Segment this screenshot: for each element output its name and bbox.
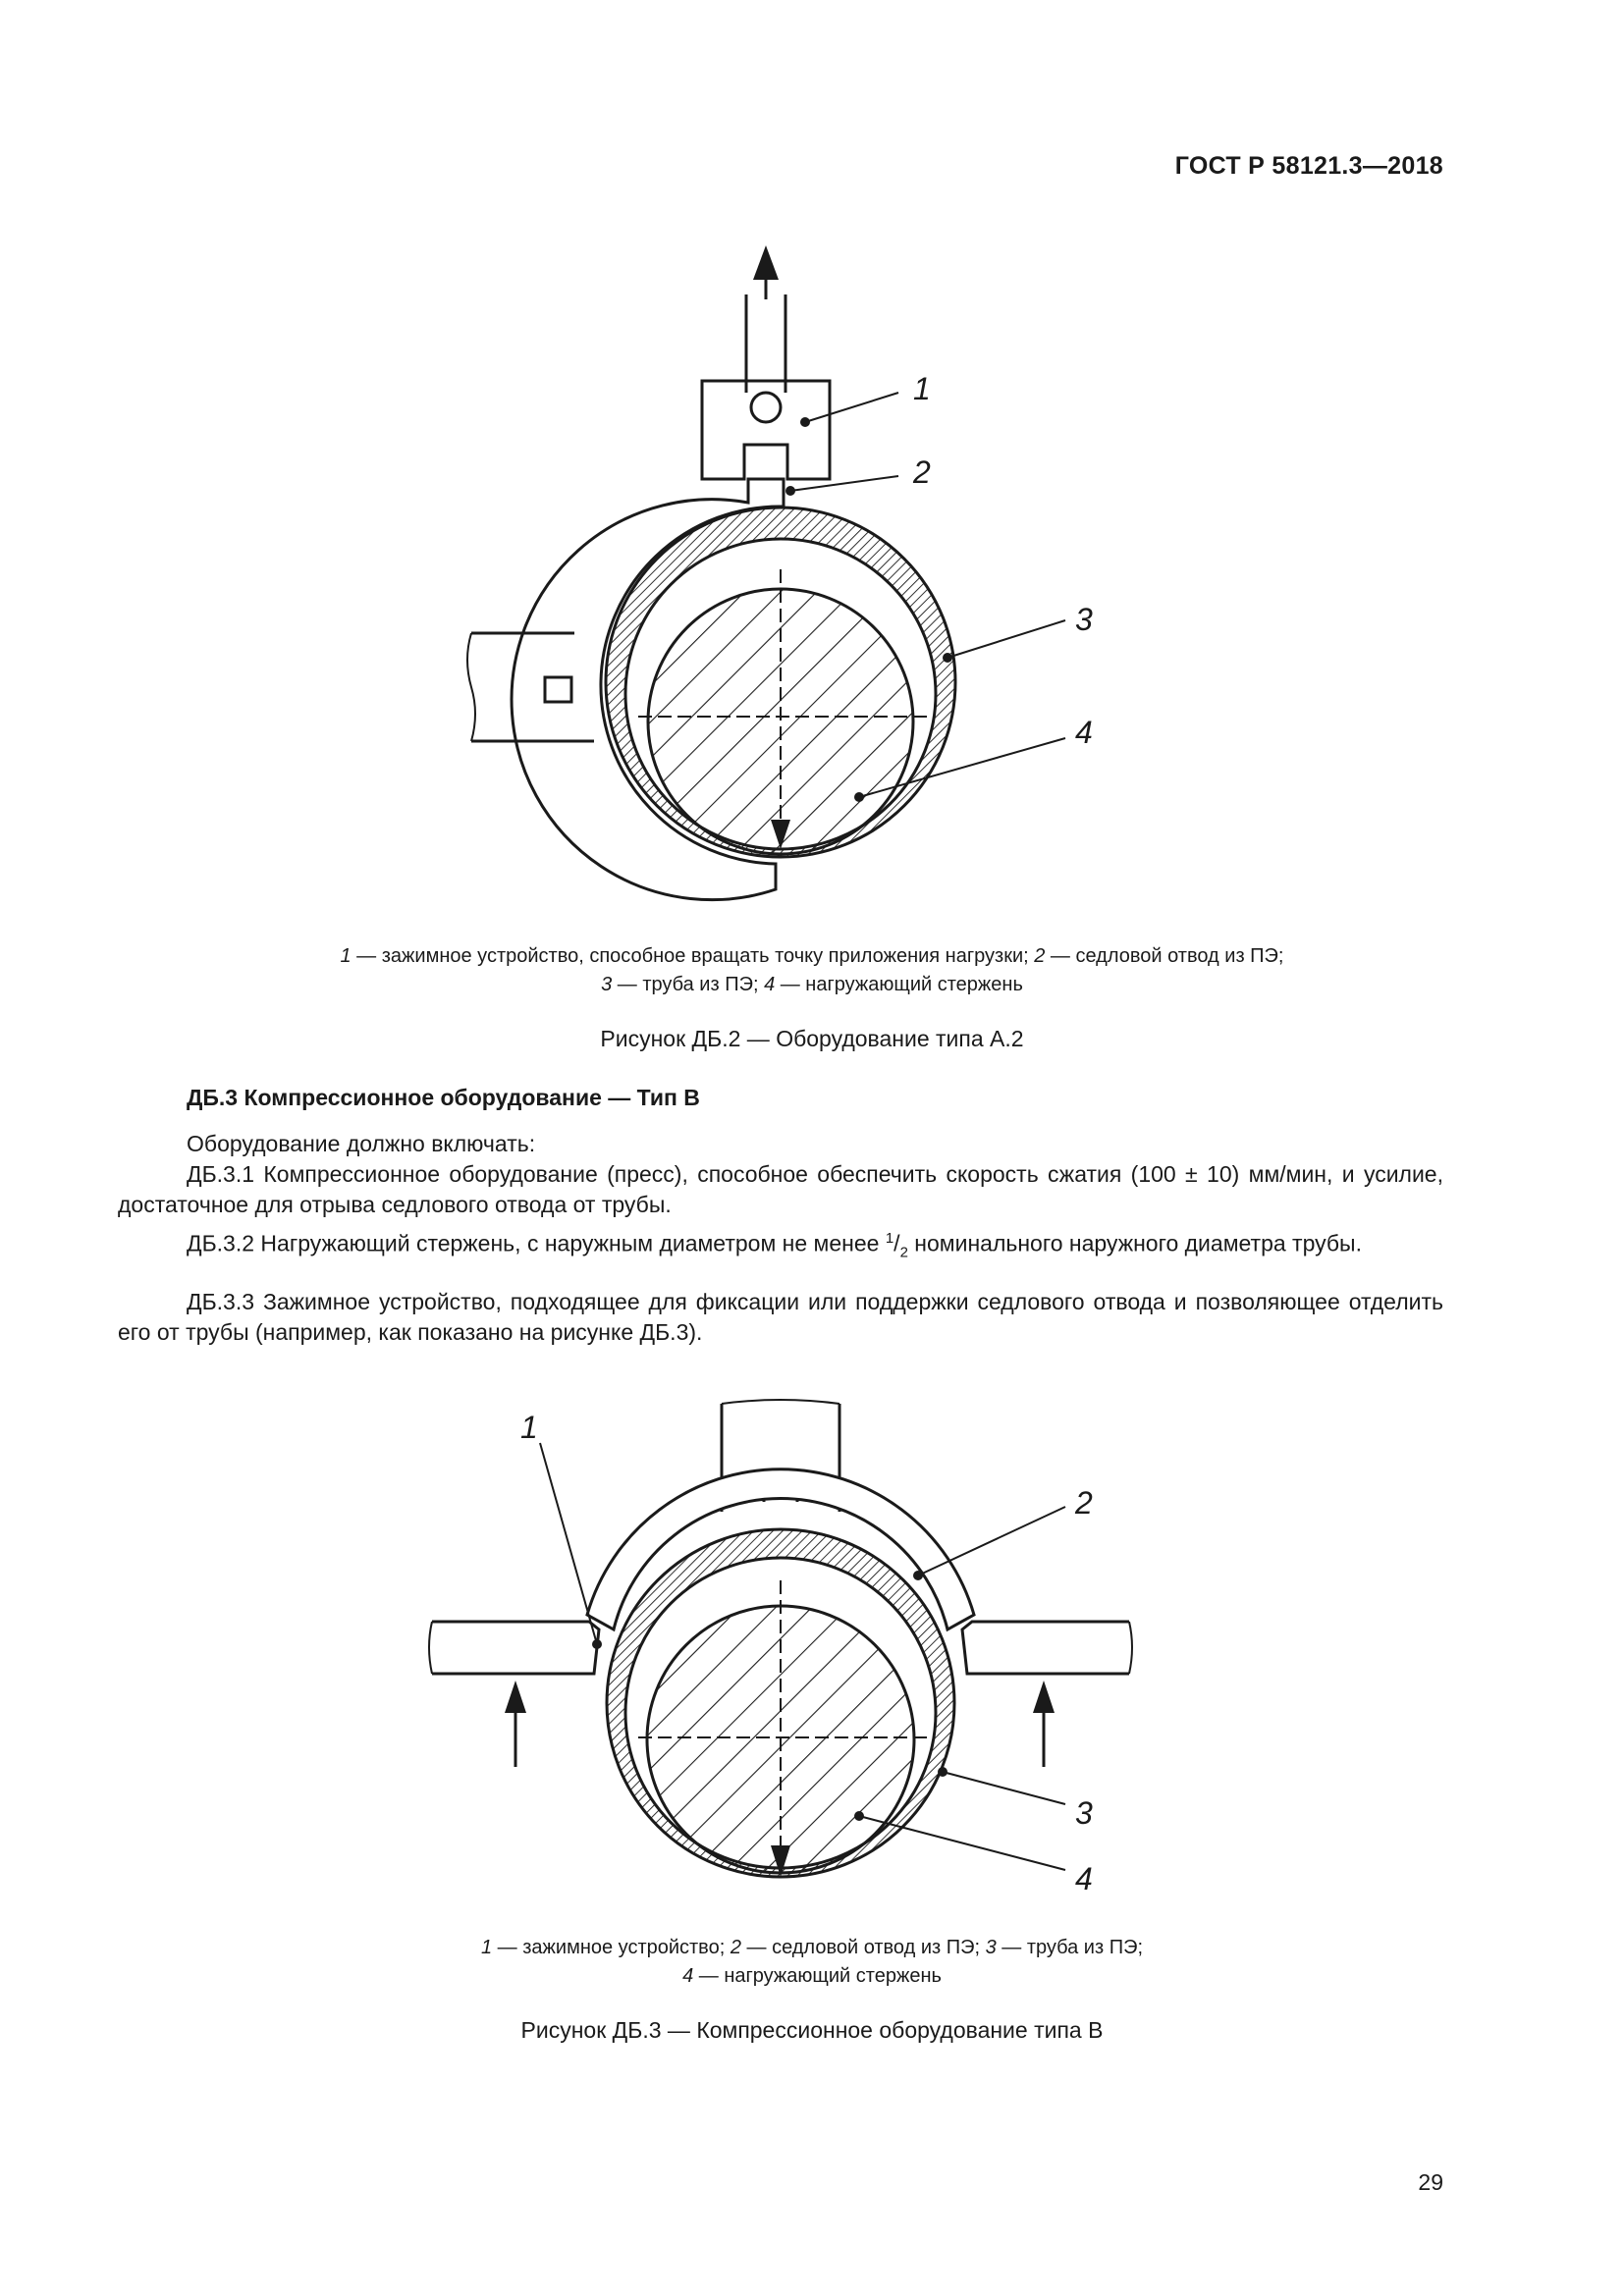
- legend-text: — зажимное устройство;: [492, 1937, 731, 1958]
- legend-key: 3: [985, 1937, 997, 1958]
- legend-key: 1: [340, 945, 352, 967]
- fraction-denominator: 2: [899, 1244, 908, 1261]
- legend-text: — нагружающий стержень: [693, 1965, 942, 1987]
- loading-rod-b: [638, 1580, 928, 1877]
- side-bar: [466, 631, 594, 743]
- clamp-plates: [428, 1620, 1133, 1767]
- legend-key: 2: [1034, 945, 1046, 967]
- legend-text: — труба из ПЭ;: [612, 974, 765, 995]
- figure-db3-caption: Рисунок ДБ.3 — Компрессионное оборудован…: [520, 2017, 1104, 2043]
- legend-key: 2: [730, 1937, 741, 1958]
- legend-text: — седловой отвод из ПЭ;: [1045, 945, 1284, 967]
- callout-1: 1: [913, 371, 931, 406]
- paragraph-text: ДБ.3.3 Зажимное устройство, подходящее д…: [118, 1289, 1443, 1345]
- callout-3: 3: [1075, 602, 1093, 637]
- page-number: 29: [1418, 2169, 1443, 2195]
- legend-line-1: 1 — зажимное устройство; 2 — седловой от…: [147, 1934, 1477, 1962]
- load-arrow-b-icon: [771, 1845, 790, 1877]
- load-arrow-icon: [771, 820, 790, 849]
- callout-lines: [785, 392, 1066, 802]
- figure-db2-caption: Рисунок ДБ.2 — Оборудование типа А.2: [600, 1026, 1024, 1051]
- legend-text: — нагружающий стержень: [775, 974, 1023, 995]
- callout-4: 4: [1075, 715, 1093, 750]
- callout-4: 4: [1075, 1861, 1093, 1896]
- legend-key: 1: [480, 1937, 493, 1958]
- legend-text: — седловой отвод из ПЭ;: [740, 1937, 986, 1958]
- legend-line-2: 3 — труба из ПЭ; 4 — нагружающий стержен…: [147, 971, 1477, 999]
- force-arrow-left-icon: [505, 1681, 526, 1713]
- saddle-fitting: [510, 477, 785, 902]
- legend-key: 3: [601, 974, 613, 995]
- loading-rod: [638, 569, 928, 856]
- section-title: ДБ.3 Компрессионное оборудование — Тип В: [187, 1085, 700, 1110]
- intro-text: Оборудование должно включать:: [187, 1131, 536, 1156]
- callout-2: 2: [1074, 1485, 1093, 1521]
- paragraph-db31: ДБ.3.1 Компрессионное оборудование (прес…: [118, 1159, 1443, 1220]
- paragraph-text: ДБ.3.2 Нагружающий стержень, с наружным …: [187, 1230, 886, 1256]
- figure-db3-legend: 1 — зажимное устройство; 2 — седловой от…: [147, 1934, 1477, 1991]
- legend-text: — зажимное устройство, способное вращать…: [351, 945, 1035, 967]
- callout-lines-b: [539, 1442, 1066, 1871]
- section-intro: Оборудование должно включать:: [118, 1129, 1443, 1159]
- paragraph-db32: ДБ.3.2 Нагружающий стержень, с наружным …: [187, 1230, 1362, 1261]
- legend-text: — труба из ПЭ;: [996, 1937, 1144, 1958]
- callout-2: 2: [912, 454, 931, 490]
- paragraph-text: номинального наружного диаметра трубы.: [907, 1230, 1362, 1256]
- pull-arrow-icon: [753, 245, 779, 280]
- clamp-device: [700, 294, 832, 481]
- fraction-numerator: 1: [885, 1230, 894, 1247]
- callout-3: 3: [1075, 1795, 1093, 1831]
- figure-db2-drawing: 1 2 3 4: [466, 245, 1093, 902]
- document-header: ГОСТ Р 58121.3—2018: [1174, 152, 1443, 180]
- saddle-fitting-b: [585, 1468, 976, 1632]
- callout-1: 1: [520, 1410, 538, 1445]
- legend-line-1: 1 — зажимное устройство, способное враща…: [147, 942, 1477, 971]
- paragraph-db33: ДБ.3.3 Зажимное устройство, подходящее д…: [118, 1287, 1443, 1348]
- legend-key: 4: [764, 974, 776, 995]
- figure-db2-legend: 1 — зажимное устройство, способное враща…: [147, 942, 1477, 999]
- force-arrow-right-icon: [1033, 1681, 1055, 1713]
- figure-db3-drawing: 1 2 3 4: [428, 1399, 1133, 1896]
- paragraph-text: ДБ.3.1 Компрессионное оборудование (прес…: [118, 1161, 1443, 1217]
- legend-key: 4: [682, 1965, 694, 1987]
- legend-line-2: 4 — нагружающий стержень: [147, 1962, 1477, 1991]
